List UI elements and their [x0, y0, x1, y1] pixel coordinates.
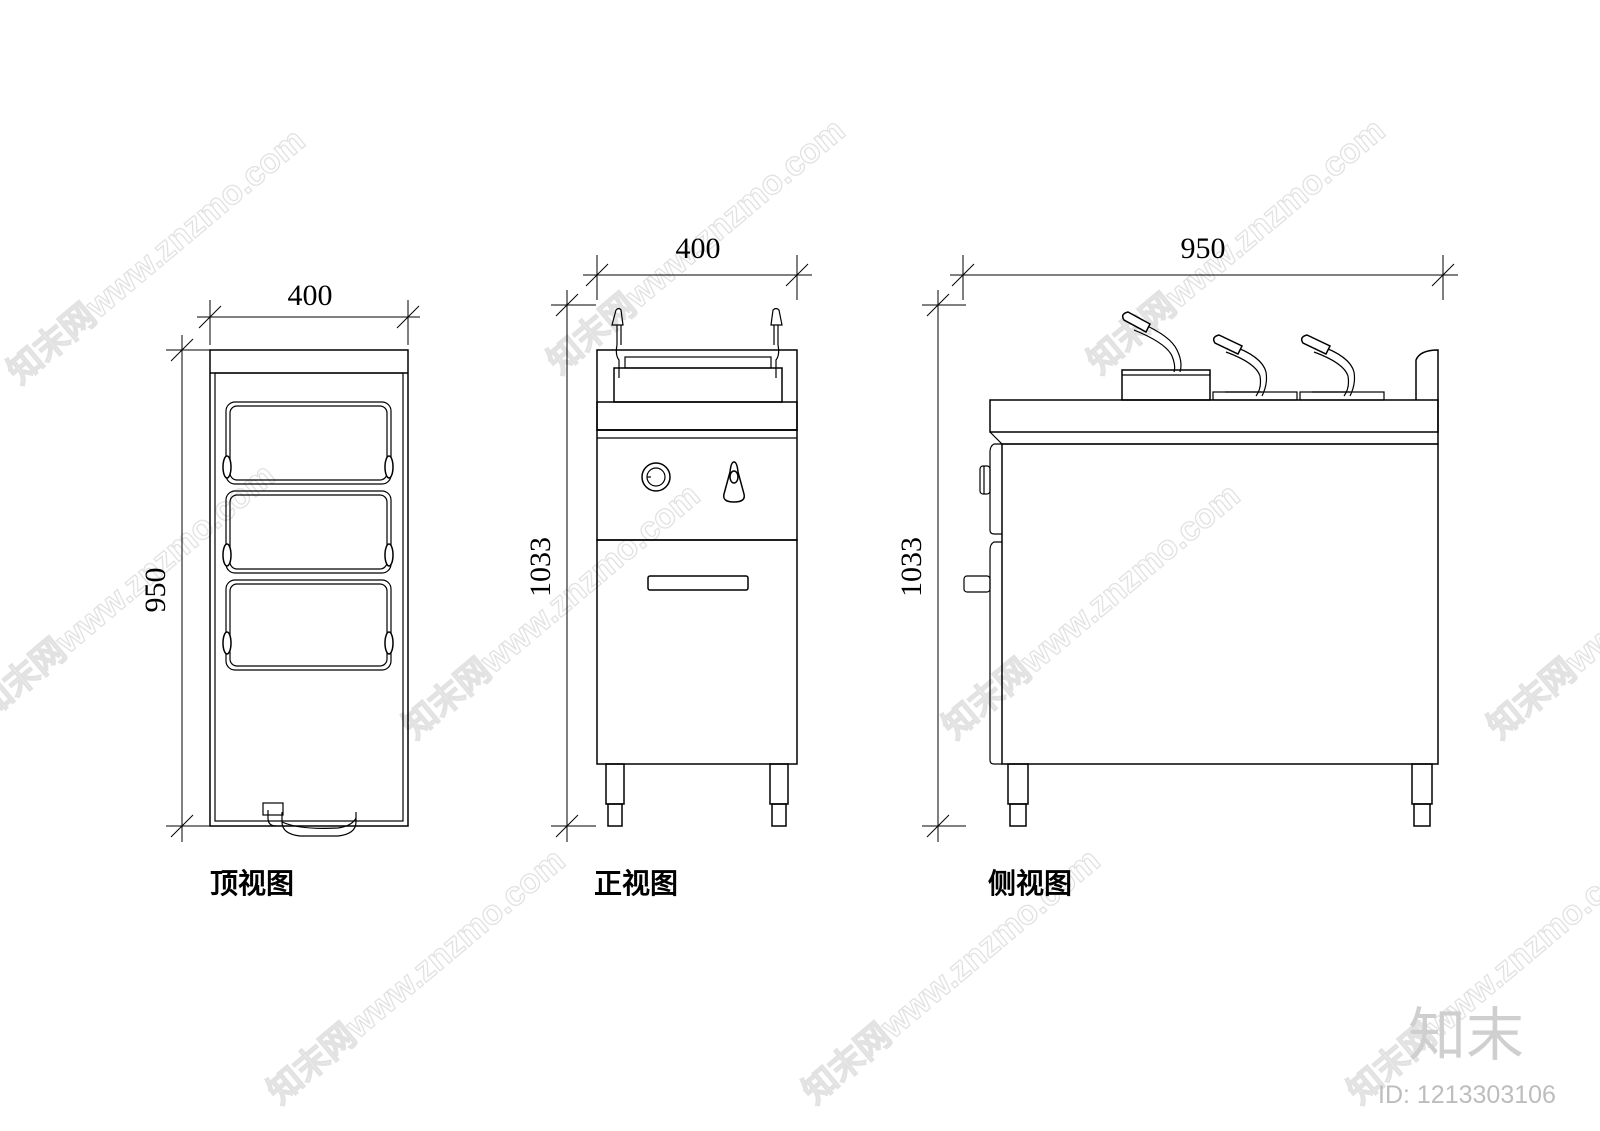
- top-width-label: 400: [288, 279, 333, 312]
- side-basket-handle: [1121, 311, 1182, 373]
- front-door-handle: [647, 575, 749, 591]
- side-control-panel-edge: [989, 443, 1002, 535]
- top-basket-2: [225, 490, 392, 574]
- side-top-deck: [989, 399, 1439, 433]
- watermark-layer: 知末网www.znzmo.com 知末网www.znzmo.com 知末网www…: [0, 111, 1600, 1112]
- side-door-handle: [963, 575, 991, 593]
- side-view: 950 1033: [895, 232, 1458, 842]
- side-width-label: 950: [1181, 232, 1226, 265]
- top-width-dimension: 400: [197, 279, 420, 345]
- side-width-dimension: 950: [950, 232, 1458, 300]
- brand-logo: 知末: [1408, 1001, 1524, 1069]
- front-leg-left: [605, 763, 625, 805]
- front-control-knob: [641, 462, 671, 492]
- side-basket-handle: [1212, 334, 1268, 397]
- top-basket-handle: [384, 455, 394, 479]
- top-basket-handle: [384, 543, 394, 567]
- watermark-text: 知末网www.znzmo.com: [1081, 111, 1392, 381]
- top-basket-1: [225, 401, 392, 485]
- side-leg-front: [1007, 763, 1029, 805]
- side-leg-back: [1411, 763, 1433, 805]
- top-outer-outline: [209, 349, 409, 827]
- side-main-body: [1001, 443, 1439, 765]
- front-height-label: 1033: [524, 537, 557, 597]
- front-width-dimension: 400: [583, 232, 812, 300]
- front-width-label: 400: [676, 232, 721, 265]
- front-view-caption: 正视图: [594, 867, 678, 900]
- front-height-dimension: 1033: [524, 290, 596, 842]
- front-fryer-tank: [613, 367, 783, 403]
- top-depth-dimension: 950: [139, 335, 210, 842]
- side-backsplash: [1415, 349, 1439, 444]
- top-inner-tray: [214, 372, 404, 822]
- side-fryer-tank: [1121, 369, 1211, 401]
- watermark-text: 知末网www.znzmo.com: [261, 841, 572, 1111]
- top-basket-handle: [222, 455, 232, 479]
- watermark-text: 知末网www.znzmo.com: [1481, 476, 1600, 746]
- side-view-caption: 侧视图: [988, 867, 1072, 900]
- side-height-label: 1033: [895, 537, 928, 597]
- watermark-text: 知末网www.znzmo.com: [1341, 841, 1600, 1111]
- side-basket-handle: [1300, 334, 1356, 397]
- front-lower-cabinet: [596, 539, 798, 765]
- top-basket-handle: [384, 631, 394, 655]
- top-view: 400 950: [139, 279, 420, 842]
- top-drain-tap: [267, 810, 357, 837]
- watermark-text: 知末网www.znzmo.com: [936, 476, 1247, 746]
- side-knob: [979, 465, 991, 495]
- top-view-caption: 顶视图: [210, 867, 294, 900]
- side-height-dimension: 1033: [895, 290, 966, 842]
- top-basket-3: [225, 579, 392, 671]
- top-basket-handle: [222, 543, 232, 567]
- front-leg-right: [769, 763, 789, 805]
- top-basket-handle: [222, 631, 232, 655]
- top-depth-label: 950: [139, 568, 172, 613]
- front-view: 400 1033: [524, 232, 812, 842]
- watermark-text: 知末网www.znzmo.com: [396, 476, 707, 746]
- brand-id: ID: 1213303106: [1378, 1081, 1556, 1109]
- front-basket-rim: [624, 356, 772, 369]
- front-body-top: [596, 349, 798, 431]
